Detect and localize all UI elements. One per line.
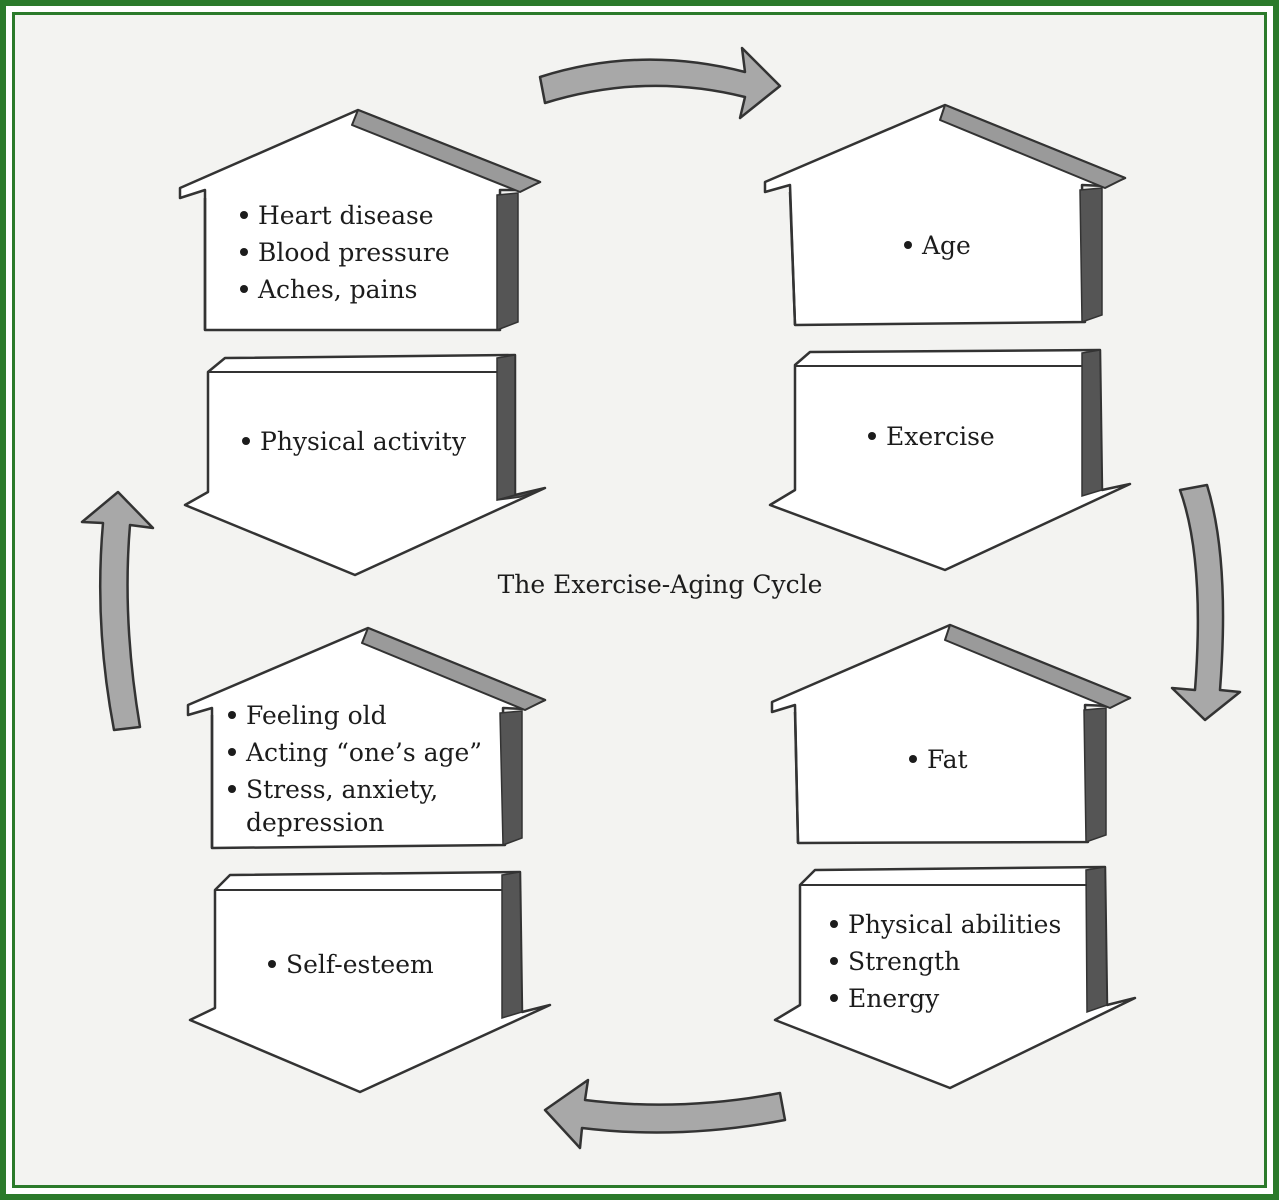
arrow-top-right <box>538 46 782 120</box>
arrow-box-top-right <box>768 348 1132 572</box>
list-item: Strength <box>828 943 1061 980</box>
list-item: Energy <box>828 980 1061 1017</box>
arrow-box-top-left-label: Physical activity <box>240 423 466 460</box>
cycle-arrow-bottom <box>543 1078 787 1150</box>
house-top-left <box>178 108 542 332</box>
house-top-left-label: Heart disease Blood pressure Aches, pain… <box>238 197 450 308</box>
list-item-continuation: depression <box>246 808 385 837</box>
arrow-box-top-right-label: Exercise <box>866 418 995 455</box>
list-item: Stress, anxiety, <box>226 771 482 808</box>
list-item: Blood pressure <box>238 234 450 271</box>
list-item: Acting “one’s age” <box>226 734 482 771</box>
list-item: Exercise <box>866 418 995 455</box>
cycle-arrow-left <box>80 490 155 732</box>
list-item: Self-esteem <box>266 946 434 983</box>
arrow-left-up <box>80 490 155 732</box>
arrow-right-down <box>1170 483 1242 722</box>
house-bottom-left-label: Feeling old Acting “one’s age” Stress, a… <box>226 697 482 838</box>
arrow-bottom-left <box>543 1078 787 1150</box>
list-item: Age <box>902 227 971 264</box>
diagram-title: The Exercise-Aging Cycle <box>497 570 823 599</box>
arrow-box-top-left <box>183 353 547 577</box>
arrow-box-bottom-right-label: Physical abilities Strength Energy <box>828 906 1061 1017</box>
house-top-right-label: Age <box>902 227 971 264</box>
arrow-box-bottom-left-label: Self-esteem <box>266 946 434 983</box>
house-bottom-left <box>186 626 547 850</box>
house-top-right <box>763 103 1127 327</box>
list-item: Fat <box>907 741 968 778</box>
list-item: Aches, pains <box>238 271 450 308</box>
arrow-box-bottom-left <box>188 870 552 1094</box>
list-item: Heart disease <box>238 197 450 234</box>
list-item: Physical abilities <box>828 906 1061 943</box>
house-bottom-right-label: Fat <box>907 741 968 778</box>
list-item: Feeling old <box>226 697 482 734</box>
arrow-box-bottom-right <box>773 865 1137 1090</box>
cycle-arrow-right <box>1170 483 1242 722</box>
list-item: Physical activity <box>240 423 466 460</box>
house-bottom-right <box>770 623 1132 845</box>
cycle-arrow-top <box>538 46 782 120</box>
